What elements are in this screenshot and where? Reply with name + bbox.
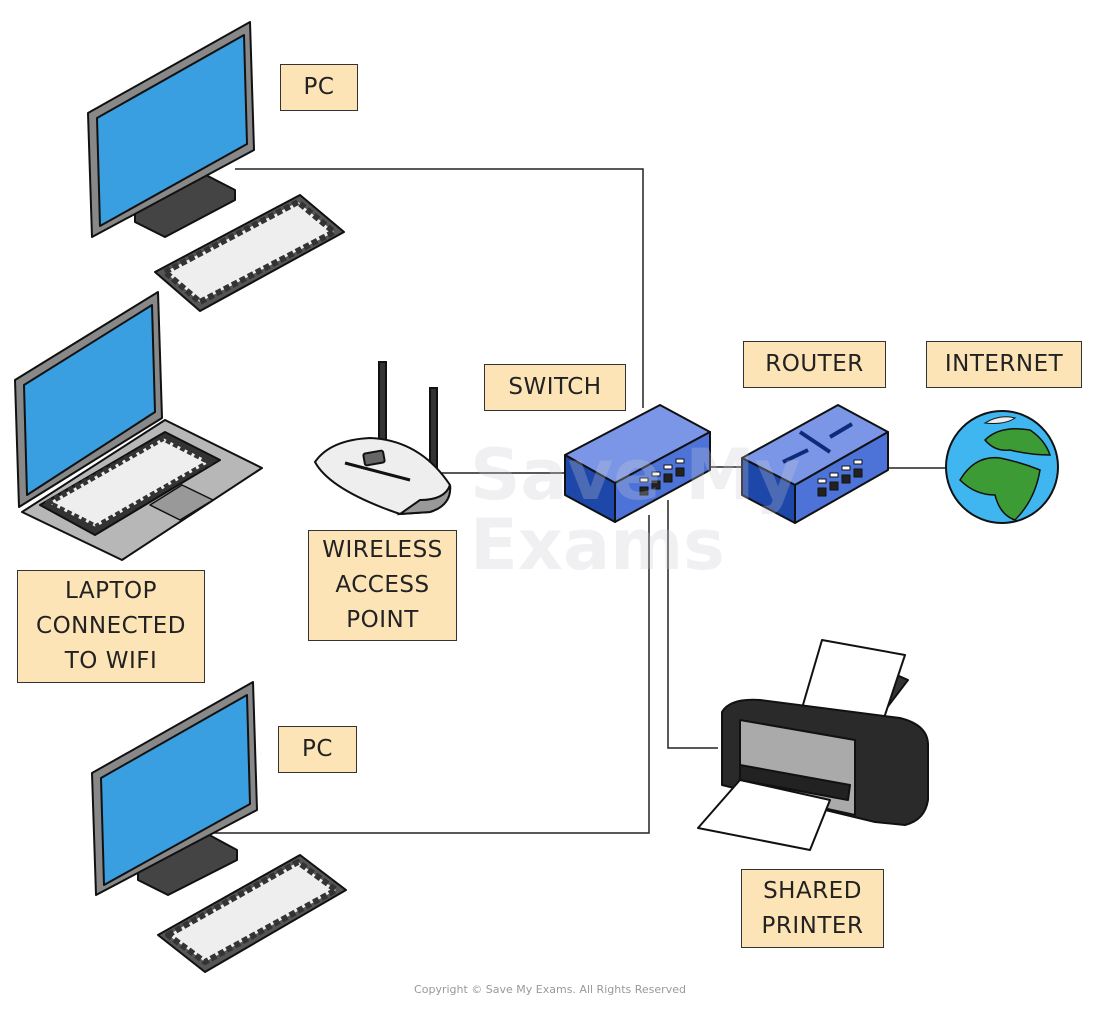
- connection-lines: [210, 168, 946, 834]
- label-text: POINT: [346, 607, 419, 633]
- label-pc-top: PC: [280, 64, 358, 111]
- label-switch: SWITCH: [484, 364, 626, 411]
- label-text: WIRELESS: [322, 537, 443, 563]
- switch-icon: [564, 404, 711, 523]
- pc-bottom-icon: [91, 681, 347, 973]
- pc-top-icon: [87, 21, 345, 312]
- label-text: SHARED: [763, 877, 862, 904]
- internet-globe-icon: [945, 410, 1059, 524]
- label-text: ACCESS: [335, 572, 430, 598]
- label-internet: INTERNET: [926, 341, 1082, 388]
- link-switch-printer: [667, 500, 718, 749]
- label-shared-printer: SHARED PRINTER: [741, 869, 884, 948]
- label-text: PC: [302, 736, 333, 762]
- wireless-access-point-icon: [313, 361, 452, 516]
- copyright: Copyright © Save My Exams. All Rights Re…: [414, 983, 686, 996]
- laptop-icon: [14, 291, 263, 561]
- label-text: INTERNET: [944, 351, 1064, 377]
- label-text: PRINTER: [761, 912, 864, 939]
- label-text: SWITCH: [508, 374, 602, 400]
- link-pc-bottom-switch: [210, 515, 650, 834]
- label-text: TO WIFI: [64, 648, 158, 674]
- link-pc-top-switch: [235, 168, 644, 408]
- router-icon: [741, 404, 889, 524]
- label-pc-bottom: PC: [278, 726, 357, 773]
- label-wireless-access-point: WIRELESS ACCESS POINT: [308, 530, 457, 641]
- shared-printer-icon: [697, 639, 929, 851]
- label-text: PC: [303, 74, 335, 100]
- label-text: CONNECTED: [36, 613, 186, 639]
- label-router: ROUTER: [743, 341, 886, 388]
- label-text: LAPTOP: [65, 578, 157, 604]
- label-laptop: LAPTOP CONNECTED TO WIFI: [17, 570, 205, 683]
- label-text: ROUTER: [765, 351, 864, 377]
